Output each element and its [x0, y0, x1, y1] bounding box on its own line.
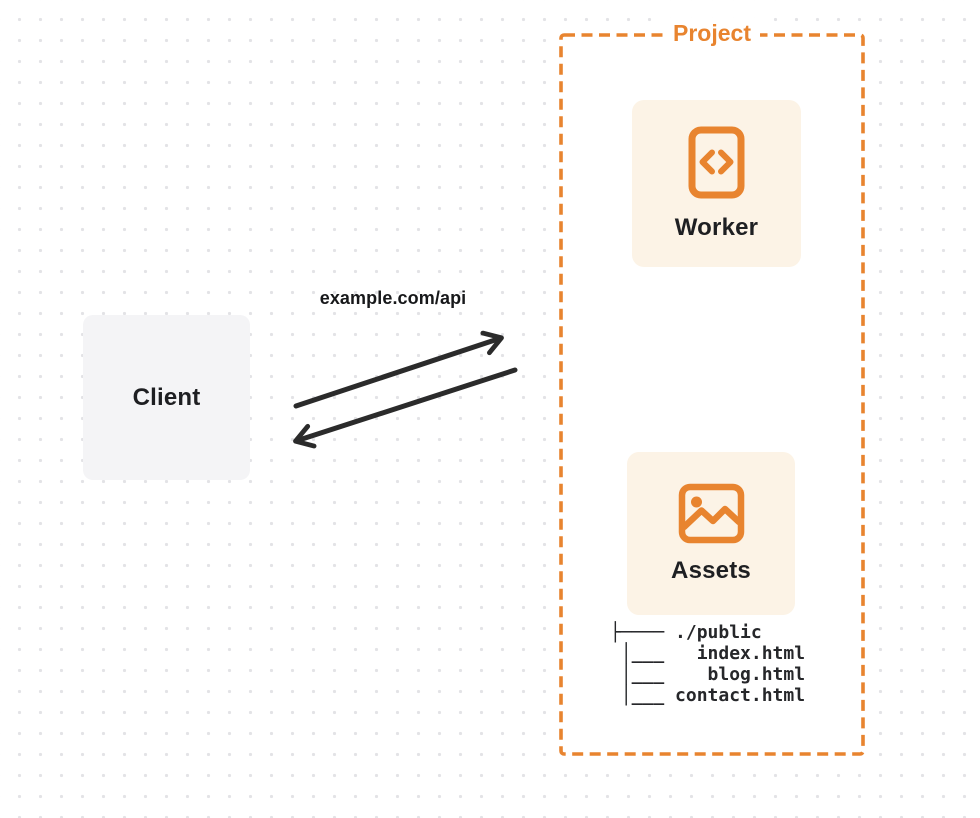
request-url-label: example.com/api	[319, 288, 467, 308]
assets-node: Assets	[627, 452, 795, 615]
client-node: Client	[83, 315, 250, 480]
file-tree-line-index: │___ index.html	[610, 643, 806, 664]
project-title: Project	[664, 18, 760, 48]
file-tree-line-contact: │___ contact.html	[610, 685, 806, 706]
project-boundary: Project Worker Assets ├──── ./public │__…	[559, 18, 865, 756]
request-arrow	[293, 330, 504, 409]
worker-node: Worker	[632, 100, 801, 267]
code-file-icon	[688, 126, 745, 198]
file-tree-line-blog: │___ blog.html	[610, 664, 806, 685]
response-arrow	[293, 367, 518, 449]
assets-node-label: Assets	[671, 556, 751, 584]
worker-node-label: Worker	[674, 213, 759, 241]
client-node-label: Client	[132, 383, 201, 411]
file-tree-line-public: ├──── ./public	[610, 622, 762, 643]
image-icon	[678, 483, 744, 543]
file-tree: ├──── ./public │___ index.html │___ blog…	[610, 622, 805, 706]
